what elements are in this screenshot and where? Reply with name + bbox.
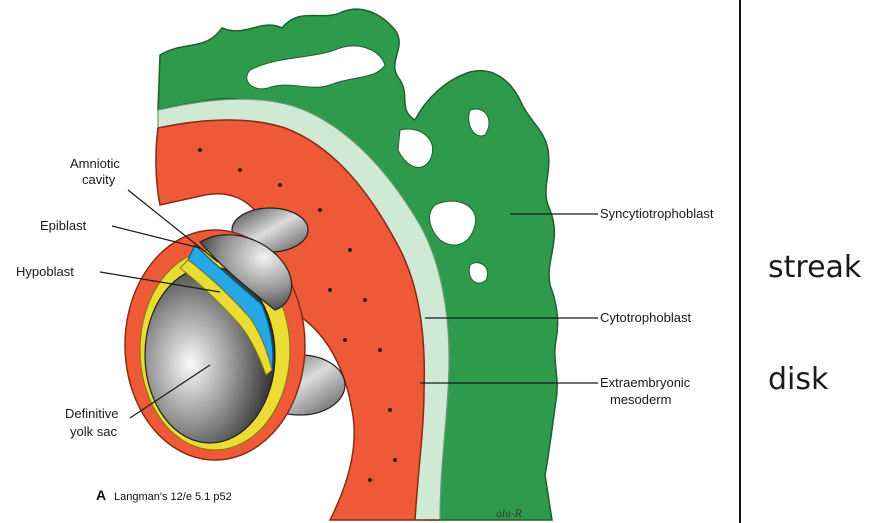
hypoblast-layer <box>179 259 273 376</box>
label-hypoblast: Hypoblast <box>16 264 74 279</box>
side-word-streak: streak <box>768 250 862 285</box>
embryo-diagram: Amniotic cavity Epiblast Hypoblast Defin… <box>16 8 714 521</box>
caption-letter: A <box>96 487 106 503</box>
vertical-divider <box>739 0 741 523</box>
amniotic-cavity <box>199 234 293 311</box>
label-amniotic-cavity-1: Amniotic <box>70 156 120 171</box>
syncytiotrophoblast-layer <box>157 8 559 521</box>
label-definitive-yolk-sac-2: yolk sac <box>70 424 117 439</box>
caption-source: Langman's 12/e 5.1 p52 <box>114 491 232 503</box>
side-word-disk: disk <box>768 362 829 397</box>
label-epiblast: Epiblast <box>40 218 87 233</box>
artist-signature: ala-R <box>496 509 523 520</box>
label-extraembryonic-mesoderm-1: Extraembryonic <box>600 375 691 390</box>
label-cytotrophoblast: Cytotrophoblast <box>600 310 691 325</box>
leader-lines <box>99 189 598 419</box>
label-amniotic-cavity-2: cavity <box>82 172 116 187</box>
label-extraembryonic-mesoderm-2: mesoderm <box>610 392 671 407</box>
label-syncytiotrophoblast: Syncytiotrophoblast <box>600 206 714 221</box>
label-definitive-yolk-sac-1: Definitive <box>65 406 118 421</box>
mesoderm-cells <box>198 148 397 482</box>
